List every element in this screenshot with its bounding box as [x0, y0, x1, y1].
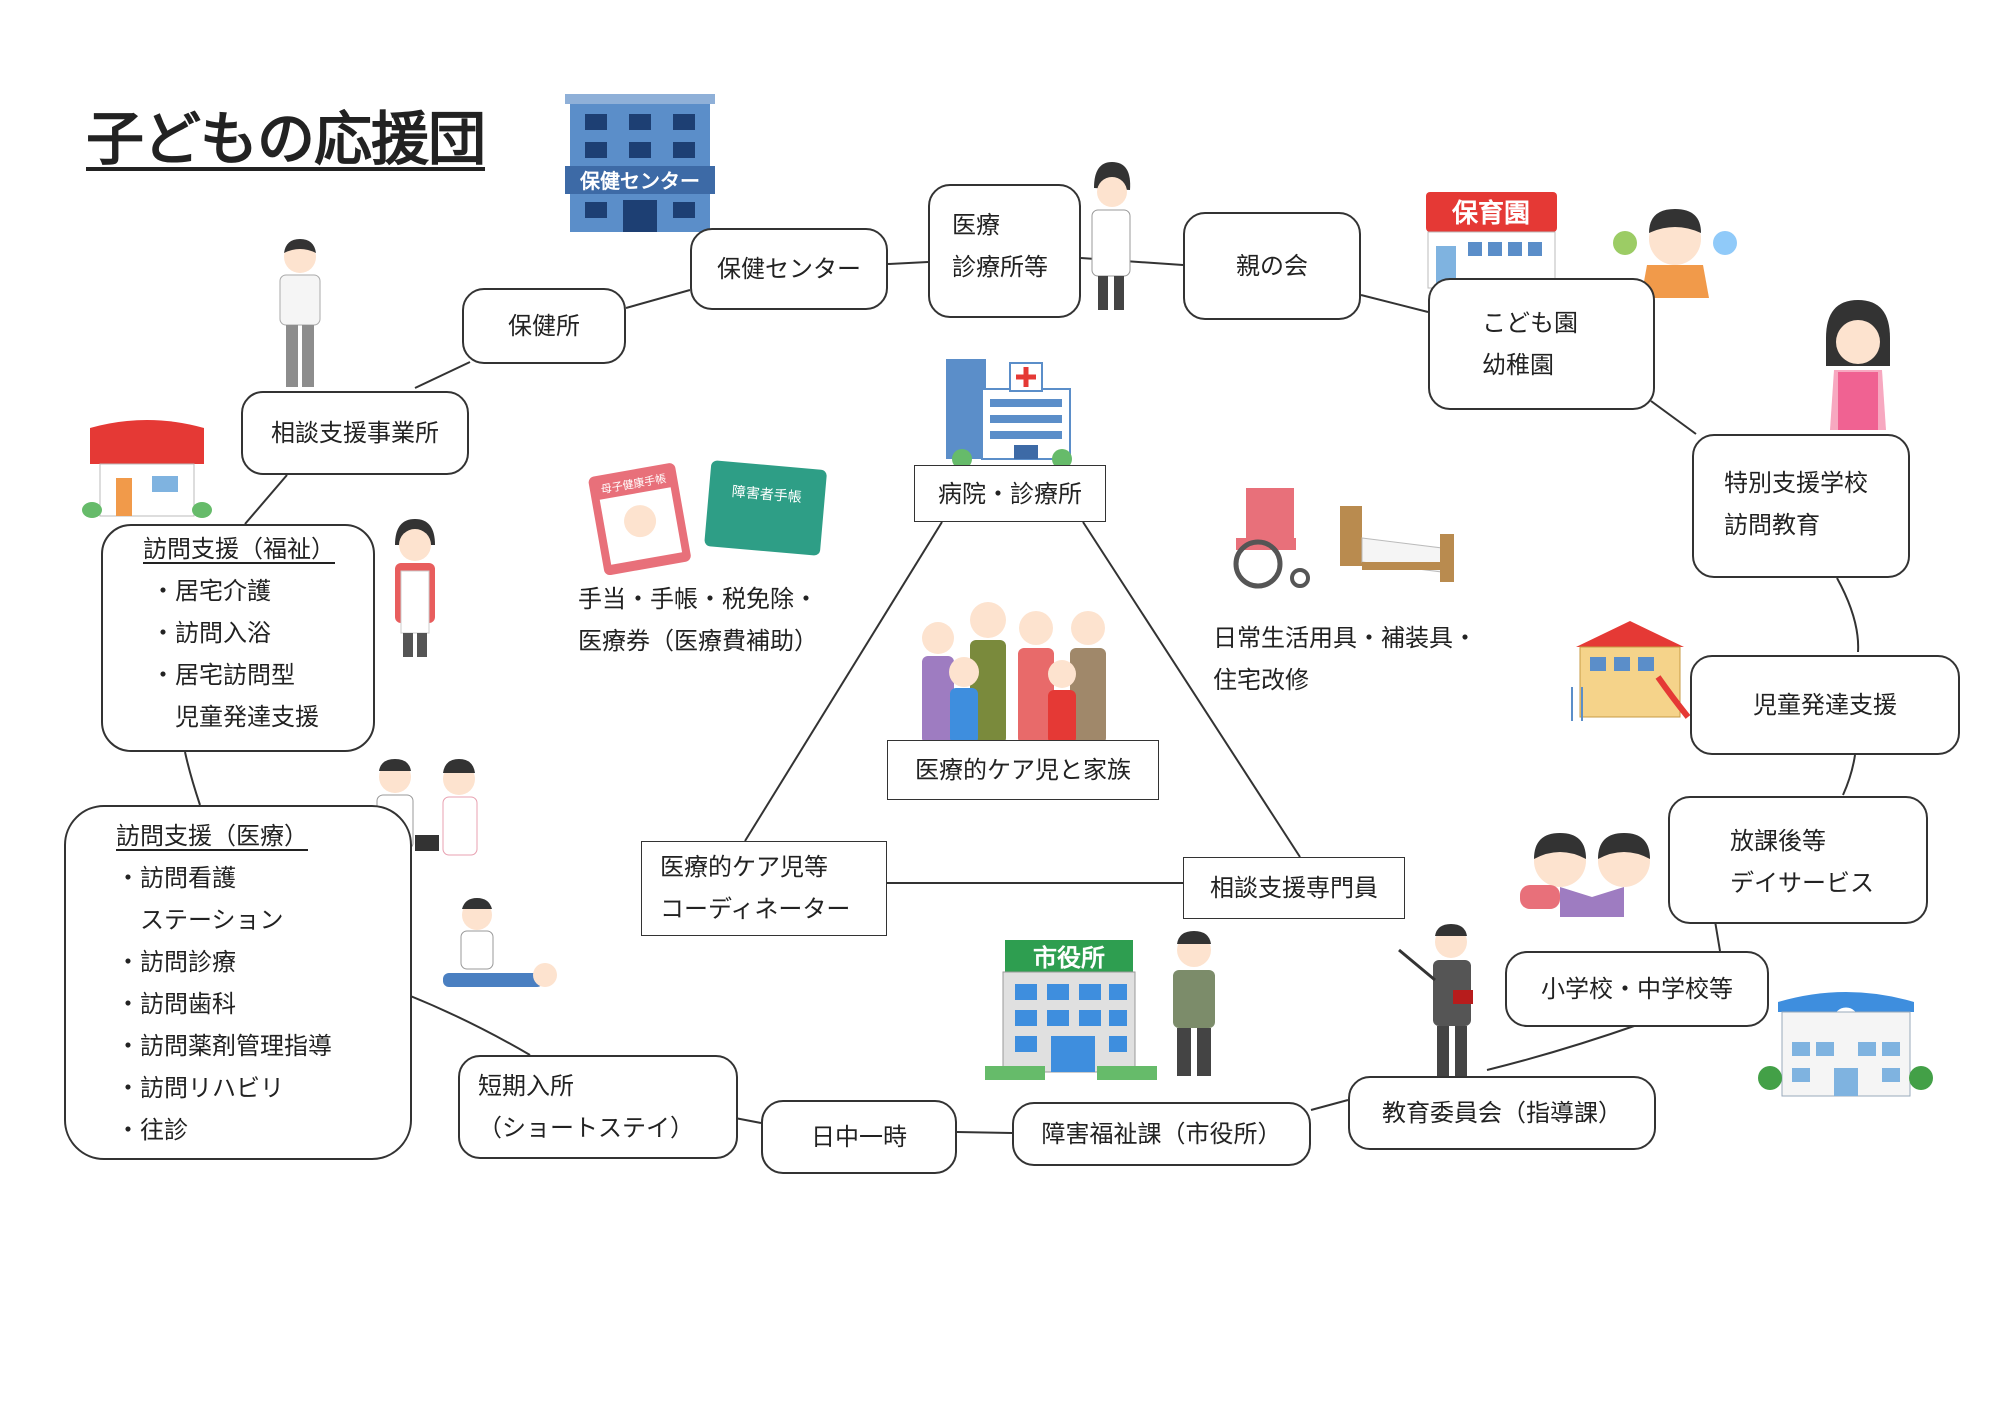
link-jido-houkago [1842, 754, 1856, 796]
houmon-iryo-list: ・訪問看護 ステーション ・訪問診療 ・訪問歯科 ・訪問薬剤管理指導 ・訪問リハ… [116, 864, 332, 1144]
node-hoken-center: 保健センター [690, 228, 888, 310]
node-jido-hattatsu: 児童発達支援 [1690, 655, 1960, 755]
link-kodomoen-tokubetsu [1650, 400, 1697, 435]
hospital-building-icon [946, 359, 1072, 469]
doctor-icon [1091, 162, 1131, 310]
bed-icon [1340, 506, 1454, 582]
link-houkago-gakko [1714, 920, 1721, 952]
node-tanki-nyusho: 短期入所 （ショートステイ） [458, 1055, 738, 1159]
svg-text:障害者手帳: 障害者手帳 [731, 484, 802, 506]
link-tokubetsu-jido [1836, 577, 1860, 653]
node-gakko: 小学校・中学校等 [1505, 951, 1769, 1027]
node-kyoiku-iinkai: 教育委員会（指導課） [1348, 1076, 1656, 1150]
techo-icon: 母子健康手帳 障害者手帳 [588, 460, 827, 575]
node-soudan-senmon: 相談支援専門員 [1183, 857, 1405, 919]
link-byoin-soudansenmon [1082, 521, 1301, 858]
teacher-icon [1613, 209, 1737, 298]
link-tanki-houmoniryo [407, 994, 531, 1056]
school-building-icon [1758, 992, 1933, 1097]
note-yogu: 日常生活用具・補装具・ 住宅改修 [1213, 624, 1477, 694]
page-title: 子どもの応援団 [86, 105, 486, 173]
school-icon [1571, 621, 1691, 721]
city-hall-icon: 市役所 [985, 940, 1157, 1080]
girl-icon [1826, 300, 1890, 430]
node-soudan-jigyosho: 相談支援事業所 [241, 391, 469, 475]
svg-text:保健センター: 保健センター [579, 169, 700, 193]
node-shogai-fukushi: 障害福祉課（市役所） [1012, 1102, 1311, 1166]
link-shogai-nicchu [956, 1131, 1013, 1134]
public-official-icon [279, 239, 321, 387]
house-icon [82, 420, 212, 518]
node-kazoku: 医療的ケア児と家族 [887, 740, 1159, 800]
note-teate: 手当・手帳・税免除・ 医療券（医療費補助） [578, 585, 818, 655]
hoikuen-building-icon: 保育園 [1426, 192, 1557, 289]
node-houkago-day: 放課後等 デイサービス [1668, 796, 1928, 924]
family-icon [922, 602, 1106, 744]
node-houmon-iryo: 訪問支援（医療） ・訪問看護 ステーション ・訪問診療 ・訪問歯科 ・訪問薬剤管… [64, 805, 412, 1160]
link-hokenjo-hokencenter [625, 289, 691, 309]
link-soudan-hokenjo [414, 361, 471, 389]
node-nicchu-ichiji: 日中一時 [761, 1100, 957, 1174]
wheelchair-icon [1233, 488, 1310, 589]
node-oya-no-kai: 親の会 [1183, 212, 1361, 320]
link-hokencenter-iryo [887, 261, 929, 265]
link-gakko-kyoiku [1486, 1023, 1641, 1071]
link-byoin-coordinator [744, 521, 943, 842]
svg-text:市役所: 市役所 [1033, 944, 1105, 972]
hoken-center-building-icon: 保健センター [565, 94, 715, 232]
link-houmoniryo-houmonfukushi [184, 751, 201, 806]
node-kodomoen: こども園 幼稚園 [1428, 278, 1655, 410]
link-oyanokai-kodomoen [1360, 294, 1429, 313]
node-hokenjo: 保健所 [462, 288, 626, 364]
link-kyoiku-shogai [1310, 1099, 1349, 1111]
link-nicchu-tanki [734, 1117, 762, 1124]
svg-text:保育園: 保育園 [1451, 198, 1530, 229]
caregiver-icon [395, 519, 435, 657]
lecturer-icon [1398, 924, 1473, 1078]
node-byoin: 病院・診療所 [914, 465, 1106, 522]
node-houmon-fukushi: 訪問支援（福祉） ・居宅介護 ・訪問入浴 ・居宅訪問型 児童発達支援 [101, 524, 375, 752]
node-iryo-shinryojo: 医療 診療所等 [928, 184, 1081, 318]
rehab-icon [443, 898, 557, 987]
node-tokubetsu-shien: 特別支援学校 訪問教育 [1692, 434, 1910, 578]
kids-reading-icon [1520, 833, 1650, 917]
node-coordinator: 医療的ケア児等 コーディネーター [641, 841, 887, 936]
houmon-fukushi-list: ・居宅介護 ・訪問入浴 ・居宅訪問型 児童発達支援 [151, 577, 319, 731]
official-icon [1173, 931, 1215, 1076]
link-houmonfukushi-soudan [244, 474, 288, 525]
